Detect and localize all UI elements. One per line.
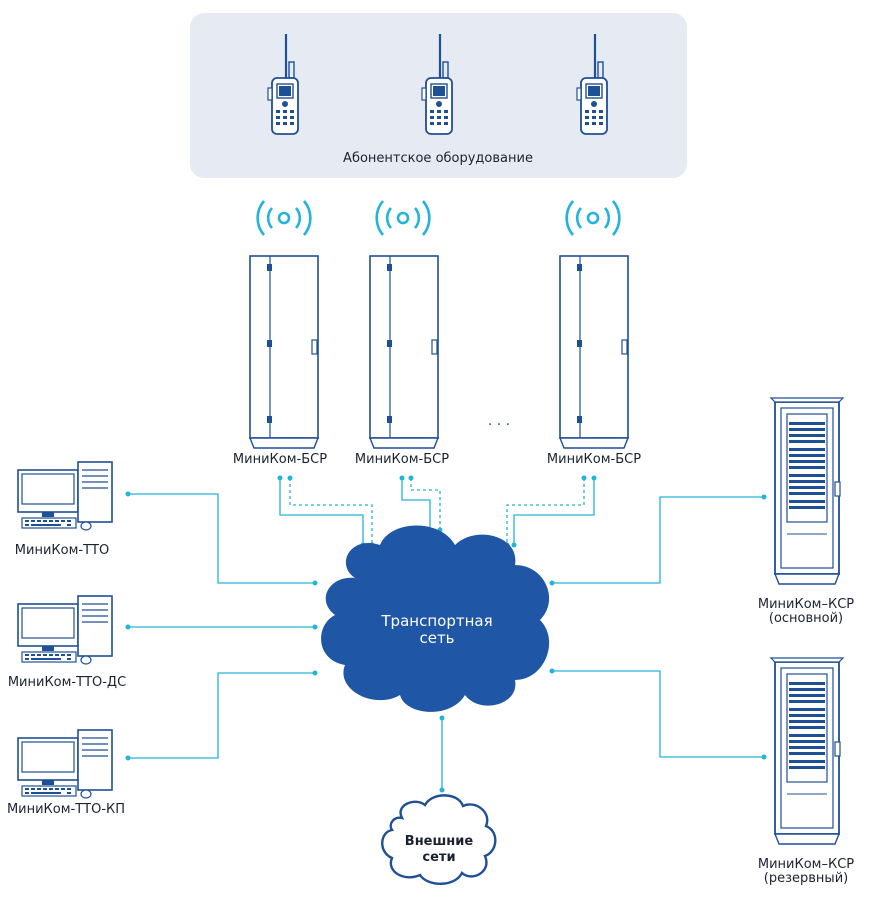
external-networks-line1: Внешние: [404, 834, 474, 849]
cabinet-icon: [559, 255, 629, 449]
transport-network-line2: сеть: [419, 629, 455, 647]
server-main-name: МиниКом–КСР: [757, 597, 855, 612]
cabinet-icon: [369, 255, 439, 449]
server-rack-icon: [770, 657, 844, 845]
cabinet-icon: [249, 255, 319, 449]
workstation-label-2: МиниКом-ТТО-ДС: [7, 675, 127, 690]
bsr-label-1: МиниКом-БСР: [232, 452, 328, 467]
workstation-label-1: МиниКом-ТТО: [14, 543, 110, 558]
desktop-computer-icon: [17, 729, 113, 799]
transport-cloud-icon: [321, 525, 550, 712]
ellipsis: · · ·: [487, 417, 511, 433]
bsr-label-2: МиниКом-БСР: [354, 452, 450, 467]
server-backup-role: (резервный): [763, 871, 849, 886]
workstation-label-3: МиниКом-ТТО-КП: [6, 802, 126, 817]
bsr-links: [279, 478, 595, 545]
radio-waves-icon: [375, 199, 431, 237]
desktop-computer-icon: [17, 461, 113, 531]
external-networks-line2: сети: [422, 850, 456, 865]
server-main-role: (основной): [768, 611, 844, 626]
server-backup-name: МиниКом–КСР: [757, 857, 855, 872]
external-cloud-icon: [381, 794, 497, 885]
desktop-computer-icon: [17, 595, 113, 665]
subscriber-panel-label: Абонентское оборудование: [343, 151, 533, 166]
side-links: [128, 493, 764, 790]
server-rack-icon: [770, 397, 844, 585]
bsr-label-3: МиниКом-БСР: [546, 452, 642, 467]
transport-network-line1: Транспортная: [381, 612, 493, 630]
radio-waves-icon: [256, 199, 312, 237]
radio-waves-icon: [565, 199, 621, 237]
